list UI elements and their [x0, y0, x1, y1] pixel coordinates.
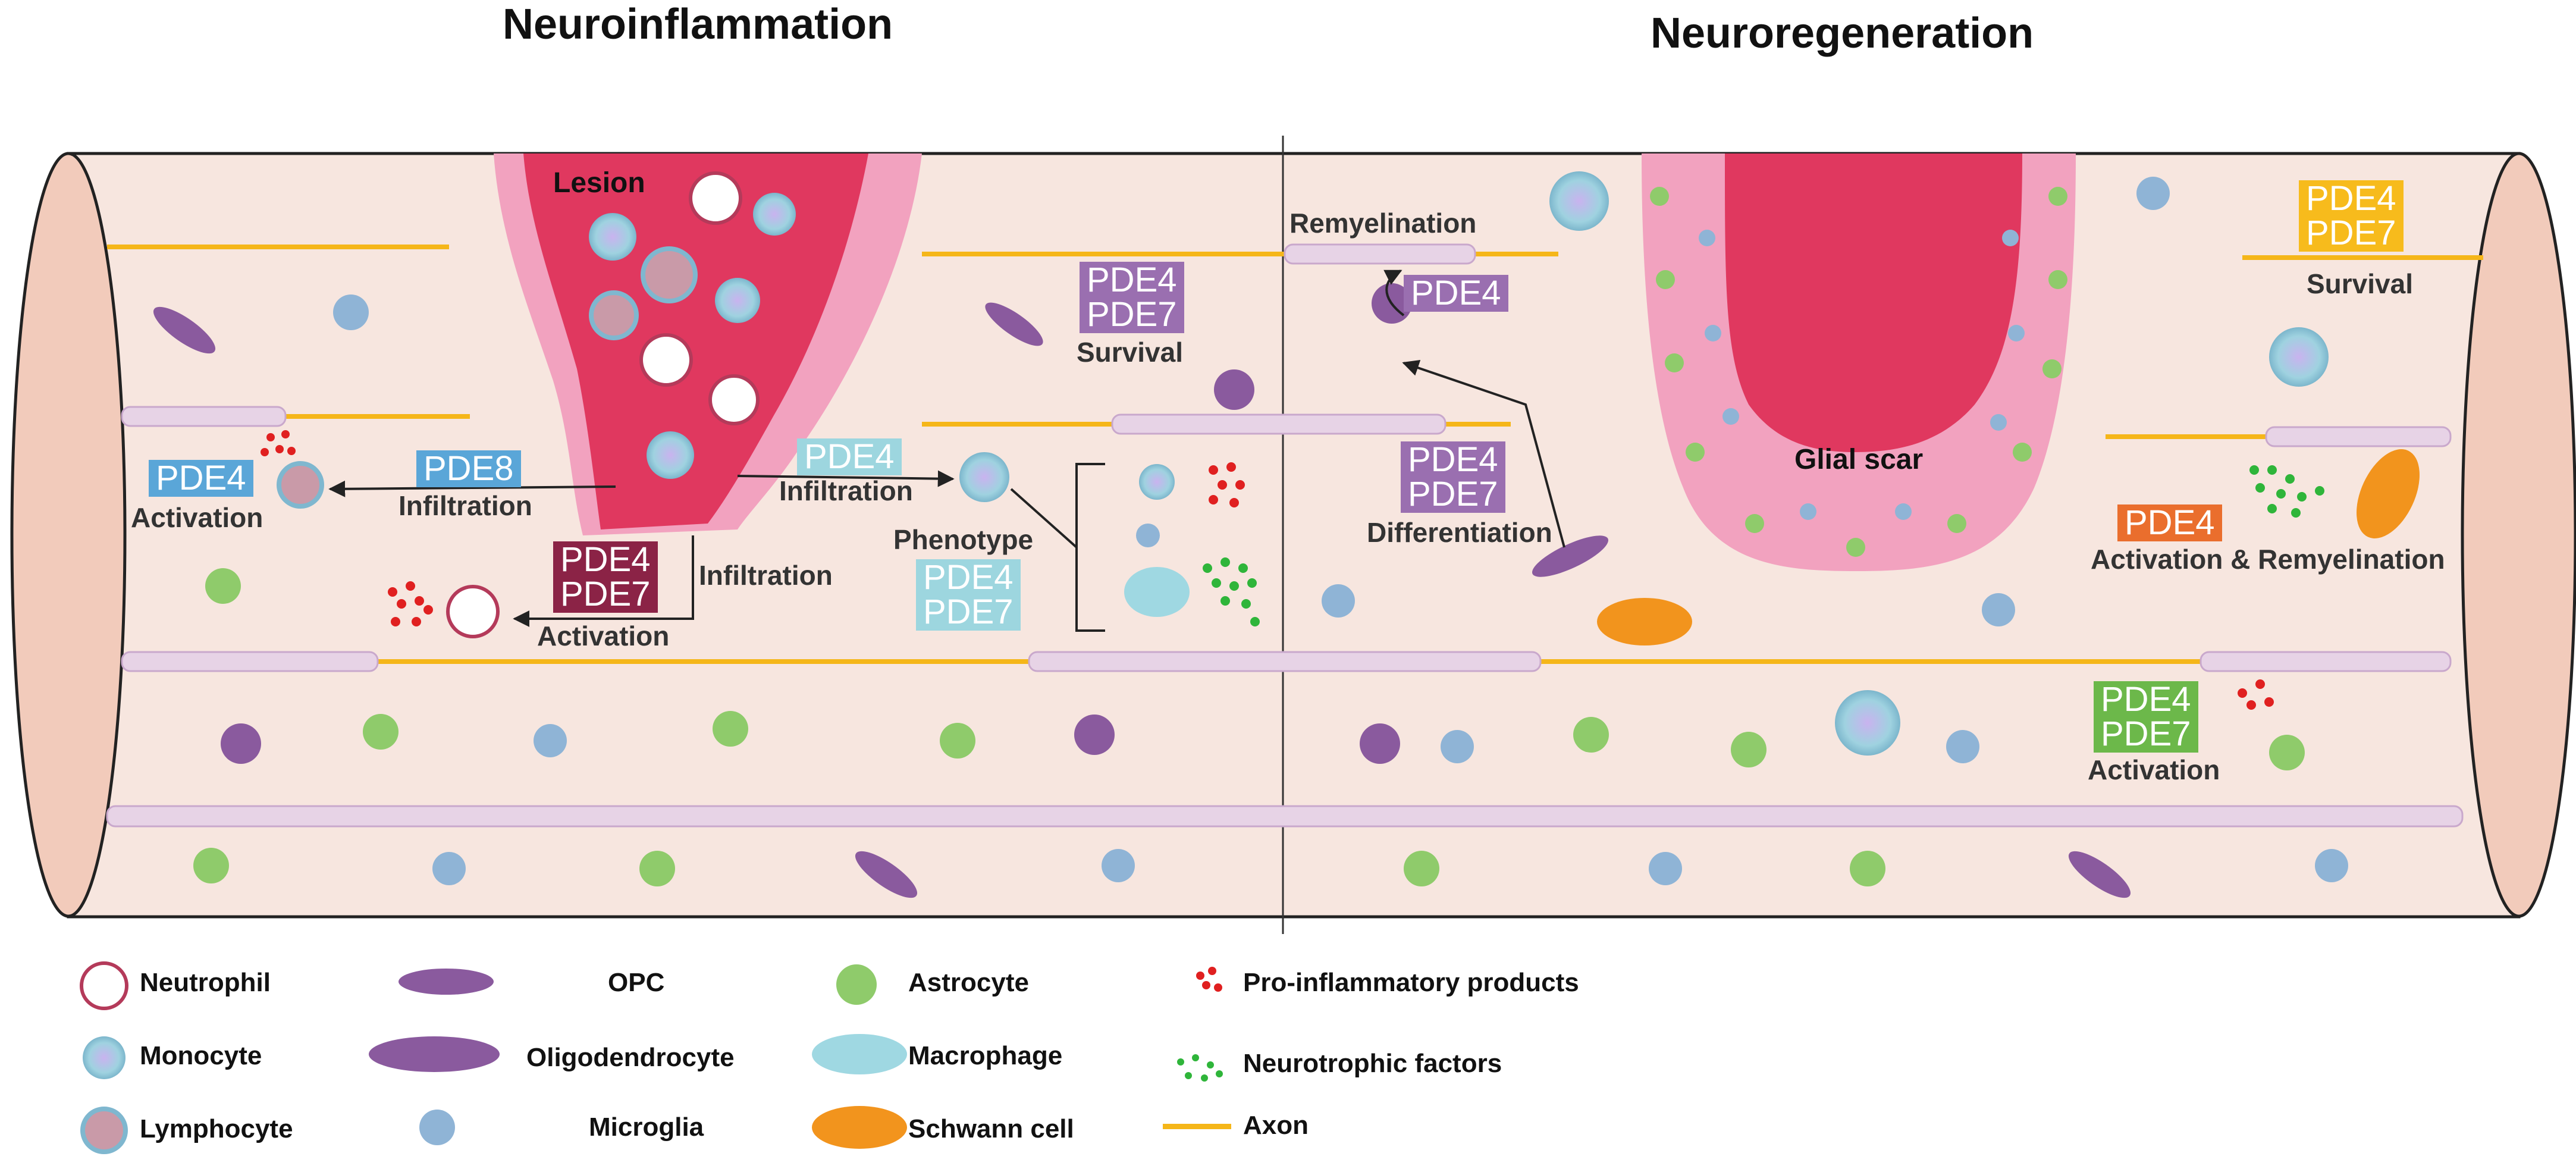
legend-monocyte: Monocyte — [140, 1041, 262, 1070]
pde4-box-schwann: PDE4 — [2117, 504, 2222, 541]
legend-microglia: Microglia — [589, 1113, 704, 1142]
legend-opc: OPC — [608, 968, 665, 997]
pde-line: PDE4 — [1411, 274, 1501, 312]
pde-line: PDE4 — [156, 459, 246, 497]
label-activation-left: Activation — [131, 502, 263, 533]
label-lesion: Lesion — [553, 167, 645, 199]
legend-neurotrophic: Neurotrophic factors — [1243, 1049, 1502, 1078]
lesion-cells — [589, 171, 796, 479]
pde-line: PDE7 — [2306, 214, 2396, 252]
oligodendrocyte-icon — [369, 1036, 500, 1072]
lesion-glial-scar — [1642, 153, 2076, 571]
microglia-icon — [419, 1110, 455, 1145]
pde-line: PDE4 — [2306, 179, 2396, 218]
pde4-pde7-box-survival-right: PDE4 PDE7 — [2299, 180, 2404, 252]
title-neuroinflammation: Neuroinflammation — [503, 1, 893, 48]
monocyte-icon — [83, 1036, 125, 1079]
label-activation-astro: Activation — [2088, 754, 2220, 785]
pde8-box-infiltration: PDE8 — [416, 450, 521, 487]
lymphocyte-icon — [80, 1107, 128, 1154]
pde-line: PDE7 — [2101, 715, 2191, 753]
legend-schwann-cell: Schwann cell — [908, 1114, 1074, 1143]
pde-line: PDE4 — [2101, 680, 2191, 719]
label-activation-remyelination: Activation & Remyelination — [2091, 544, 2445, 575]
pde4-pde7-box-neutrophil: PDE4 PDE7 — [553, 541, 658, 613]
pde-line: PDE8 — [423, 449, 514, 488]
arrow-infiltration-down — [513, 535, 694, 627]
arrow-remyelination — [1383, 270, 1405, 316]
arrow-differentiation — [1402, 359, 1565, 548]
pde-line: PDE7 — [560, 575, 651, 613]
pde-line: PDE4 — [2125, 503, 2215, 542]
macrophage-icon — [812, 1034, 907, 1074]
label-survival-right: Survival — [2307, 268, 2413, 299]
arrow-phenotype-link — [1010, 488, 1078, 549]
pde4-pde7-box-differentiation: PDE4 PDE7 — [1401, 441, 1505, 513]
pde4-pde7-box-astrocyte: PDE4 PDE7 — [2094, 681, 2198, 753]
legend-neutrophil: Neutrophil — [140, 968, 271, 997]
spinal-tube — [10, 152, 2576, 919]
pro-inflammatory-dots — [261, 430, 2274, 992]
label-phenotype: Phenotype — [893, 524, 1034, 555]
legend-lymphocyte: Lymphocyte — [140, 1114, 293, 1143]
legend-icons — [80, 961, 1231, 1154]
opc-icon — [399, 969, 494, 995]
arrow-infiltration-left — [328, 480, 616, 497]
pde4-pde7-box-phenotype: PDE4 PDE7 — [916, 559, 1021, 631]
neutrophil-icon — [80, 961, 128, 1010]
label-survival-center: Survival — [1077, 337, 1183, 368]
glia-background — [153, 177, 2420, 898]
pde-line: PDE4 — [923, 558, 1014, 597]
label-glial-scar: Glial scar — [1794, 444, 1924, 475]
astrocyte-icon — [836, 964, 877, 1005]
infiltrated-cells — [277, 171, 2329, 756]
legend-oligodendrocyte: Oligodendrocyte — [526, 1043, 735, 1072]
pde4-box-remyelination: PDE4 — [1404, 275, 1508, 312]
label-remyelination: Remyelination — [1289, 208, 1477, 239]
pde-line: PDE4 — [1087, 261, 1177, 299]
legend-macrophage: Macrophage — [908, 1041, 1063, 1070]
axons — [106, 243, 2483, 828]
tube-left-end — [10, 152, 127, 918]
pde4-pde7-box-survival: PDE4 PDE7 — [1080, 262, 1184, 333]
label-activation-neutrophil: Activation — [537, 621, 670, 651]
pde-line: PDE4 — [1408, 440, 1498, 479]
pde4-box-activation: PDE4 — [149, 460, 253, 497]
axon-line-icon — [1163, 1124, 1231, 1129]
label-infiltration-down: Infiltration — [699, 560, 833, 591]
label-infiltration-left: Infiltration — [399, 490, 532, 521]
pde-line: PDE7 — [923, 593, 1014, 631]
pde-line: PDE4 — [804, 437, 895, 476]
tube-right-end — [2461, 152, 2576, 918]
legend-astrocyte: Astrocyte — [908, 968, 1029, 997]
pde-line: PDE4 — [560, 540, 651, 579]
pde-line: PDE7 — [1408, 475, 1498, 513]
pde4-box-infiltration: PDE4 — [797, 438, 902, 475]
schwann-cell-icon — [812, 1106, 907, 1149]
pde-line: PDE7 — [1087, 295, 1177, 334]
title-neuroregeneration: Neuroregeneration — [1651, 10, 2034, 57]
arrow-infiltration-center — [737, 470, 955, 487]
arrows — [328, 270, 1565, 632]
neurotrophic-dots — [1177, 465, 2324, 1082]
legend-pro-inflammatory: Pro-inflammatory products — [1243, 968, 1579, 997]
label-infiltration-center: Infiltration — [779, 475, 913, 506]
legend-axon: Axon — [1243, 1111, 1309, 1140]
label-differentiation: Differentiation — [1367, 517, 1552, 548]
